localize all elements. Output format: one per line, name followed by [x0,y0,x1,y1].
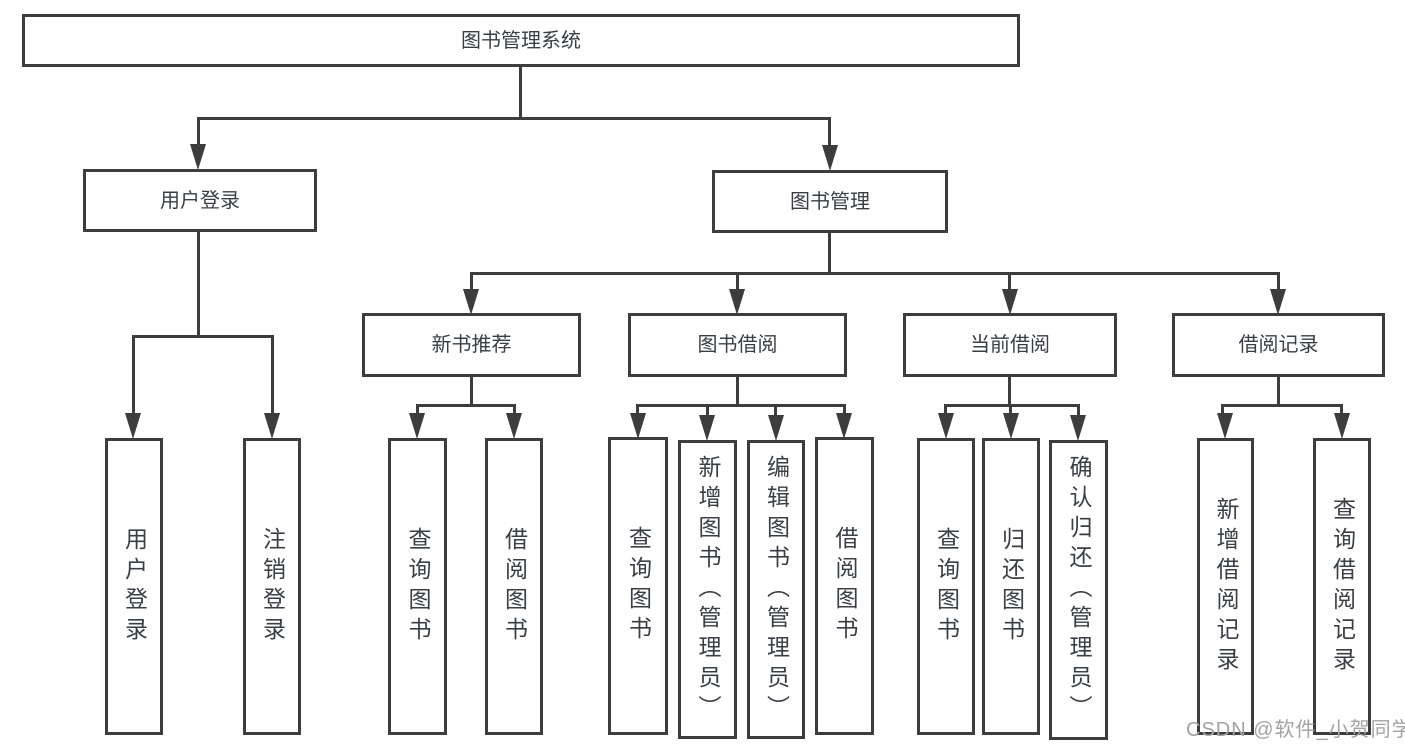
connector-module-drop [1277,272,1280,290]
connector-current-stem [1008,377,1011,406]
leaf-user-login: 用户登录 [105,438,163,735]
leaf-query-borrow-record: 查询借阅记录 [1313,438,1371,735]
connector-leaf-drop [1077,404,1080,416]
connector-records-stem [1277,377,1280,406]
node-root: 图书管理系统 [22,14,1020,67]
arrow-down-icon [768,415,784,441]
arrow-down-icon [630,413,646,439]
leaf-current-query-book-label: 查询图书 [933,526,960,647]
connector-leaf-drop [1221,404,1224,414]
leaf-recommend-query-book: 查询图书 [388,438,447,735]
connector-leaf-drop [774,404,777,416]
connector-user-login-drop [197,117,200,145]
node-book-borrowing-label: 图书借阅 [697,334,778,356]
connector-book-mgmt-drop [828,117,831,145]
leaf-confirm-return-admin-label: 确认归还（管理员） [1066,455,1092,725]
arrow-down-icon [699,415,715,441]
connector-records-rail [1221,404,1343,407]
leaf-logout-label: 注销登录 [259,526,286,647]
csdn-watermark: CSDN @软件_小贺同学 [1186,719,1405,741]
arrow-down-icon [264,413,280,439]
connector-recommend-rail [416,404,516,407]
connector-leaf-drop [513,404,516,414]
arrow-down-icon [1003,413,1019,439]
node-user-login-label: 用户登录 [160,189,240,212]
node-current-borrowing-label: 当前借阅 [970,334,1050,356]
leaf-current-query-book: 查询图书 [917,438,975,735]
arrow-down-icon [1270,289,1286,315]
arrow-down-icon [409,413,425,439]
arrow-down-icon [463,289,479,315]
arrow-down-icon [938,413,954,439]
connector-leaf-drop [132,335,135,414]
arrow-down-icon [836,413,852,439]
connector-recommend-stem [470,377,473,406]
leaf-add-book-admin: 新增图书（管理员） [678,440,737,739]
node-current-borrowing: 当前借阅 [903,313,1117,377]
node-root-label: 图书管理系统 [461,29,581,52]
leaf-confirm-return-admin: 确认归还（管理员） [1049,440,1108,740]
connector-leaf-drop [944,404,947,414]
connector-leaf-drop [706,404,709,416]
leaf-recommend-borrow-book: 借阅图书 [485,438,543,735]
connector-level1-rail [197,117,831,120]
leaf-return-book-label: 归还图书 [998,526,1025,647]
connector-borrowing-rail [636,404,846,407]
leaf-recommend-query-book-label: 查询图书 [405,526,431,647]
connector-root-stem [519,67,522,117]
connector-borrowing-stem [736,377,739,406]
node-book-management-label: 图书管理 [790,190,870,213]
node-book-management: 图书管理 [712,170,948,233]
arrow-down-icon [506,413,522,439]
connector-module-drop [470,272,473,290]
connector-leaf-drop [843,404,846,414]
arrow-down-icon [1070,415,1086,441]
connector-leaf-drop [636,404,639,414]
leaf-edit-book-admin: 编辑图书（管理员） [747,440,805,739]
arrow-down-icon [822,145,838,171]
leaf-borrowing-query-book: 查询图书 [608,437,668,735]
connector-module-drop [1008,272,1011,290]
leaf-edit-book-admin-label: 编辑图书（管理员） [763,454,790,725]
node-new-book-recommendation-label: 新书推荐 [431,334,512,356]
node-new-book-recommendation: 新书推荐 [362,313,581,377]
leaf-return-book: 归还图书 [982,438,1040,735]
leaf-logout: 注销登录 [243,438,301,735]
arrow-down-icon [125,413,141,439]
leaf-add-book-admin-label: 新增图书（管理员） [695,454,721,725]
connector-leaf-drop [271,335,274,414]
leaf-query-borrow-record-label: 查询借阅记录 [1329,496,1356,677]
leaf-add-borrow-record: 新增借阅记录 [1197,438,1254,735]
leaf-borrowing-query-book-label: 查询图书 [625,526,652,646]
connector-level3-rail [470,272,1280,275]
connector-book-mgmt-stem [828,233,831,274]
connector-user-login-stem [197,231,200,335]
arrow-down-icon [190,144,206,170]
arrow-down-icon [729,289,745,315]
connector-leaf-drop [1009,404,1012,414]
node-user-login: 用户登录 [83,169,317,232]
arrow-down-icon [1334,413,1350,439]
leaf-borrowing-borrow-book: 借阅图书 [815,437,874,735]
connector-current-rail [944,404,1080,407]
node-book-borrowing: 图书借阅 [628,313,847,377]
leaf-user-login-label: 用户登录 [121,526,148,647]
leaf-add-borrow-record-label: 新增借阅记录 [1213,496,1239,677]
leaf-recommend-borrow-book-label: 借阅图书 [501,526,528,647]
arrow-down-icon [1217,413,1233,439]
leaf-borrowing-borrow-book-label: 借阅图书 [832,526,858,646]
connector-leaf-drop [1340,404,1343,414]
node-borrowing-records-label: 借阅记录 [1238,334,1319,356]
connector-module-drop [736,272,739,290]
connector-leaf-drop [416,404,419,414]
connector-user-login-rail [132,335,274,338]
arrow-down-icon [1002,289,1018,315]
node-borrowing-records: 借阅记录 [1172,313,1385,377]
